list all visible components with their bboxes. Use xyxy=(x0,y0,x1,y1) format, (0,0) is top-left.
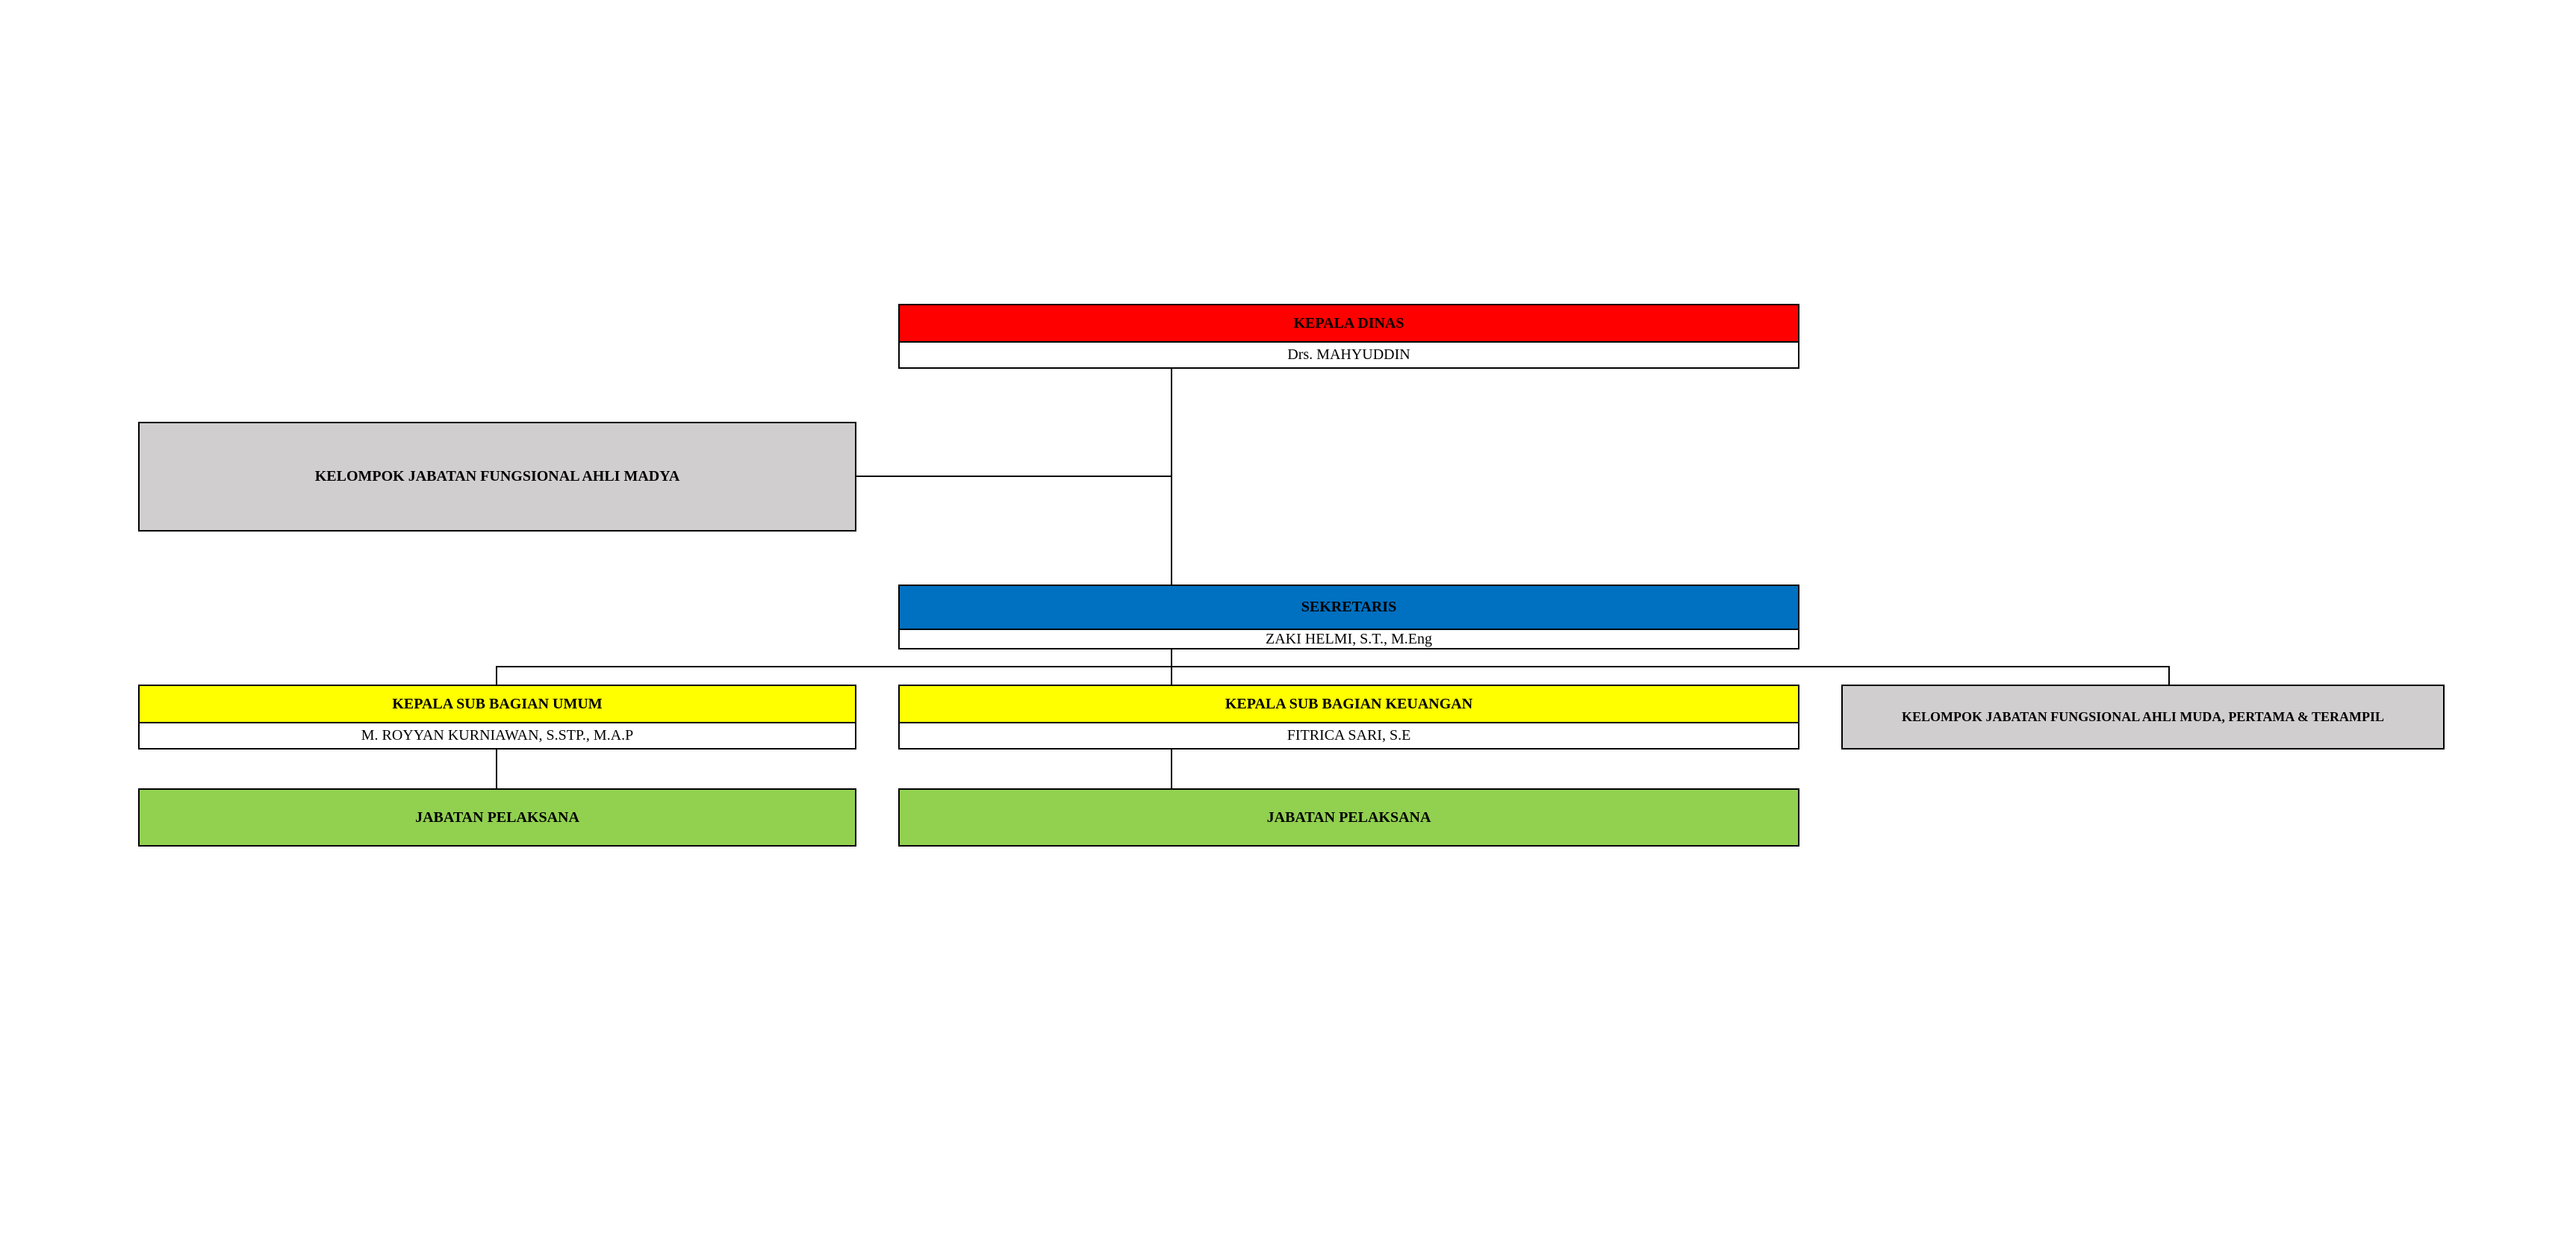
sub-keuangan-title: KEPALA SUB BAGIAN KEUANGAN xyxy=(898,685,1799,723)
pelaksana-keuangan-box: JABATAN PELAKSANA xyxy=(898,788,1799,847)
sub-umum-title: KEPALA SUB BAGIAN UMUM xyxy=(138,685,856,723)
fungsional-madya-box: KELOMPOK JABATAN FUNGSIONAL AHLI MADYA xyxy=(138,422,856,532)
kepala-dinas-name: Drs. MAHYUDDIN xyxy=(898,343,1799,369)
connector-bus xyxy=(496,666,2170,667)
sekretaris-name: ZAKI HELMI, S.T., M.Eng xyxy=(898,630,1799,649)
sub-umum-name: M. ROYYAN KURNIAWAN, S.STP., M.A.P xyxy=(138,723,856,750)
connector-keuangan-pelaksana xyxy=(1171,749,1172,788)
connector-umum-drop xyxy=(496,666,497,685)
pelaksana-umum-box: JABATAN PELAKSANA xyxy=(138,788,856,847)
connector-umum-pelaksana xyxy=(496,749,497,788)
sekretaris-title: SEKRETARIS xyxy=(898,585,1799,630)
kepala-dinas-title: KEPALA DINAS xyxy=(898,304,1799,343)
fungsional-muda-box: KELOMPOK JABATAN FUNGSIONAL AHLI MUDA, P… xyxy=(1841,685,2445,750)
connector-madya xyxy=(856,476,1172,477)
connector-muda-drop xyxy=(2168,666,2170,685)
sub-keuangan-name: FITRICA SARI, S.E xyxy=(898,723,1799,750)
